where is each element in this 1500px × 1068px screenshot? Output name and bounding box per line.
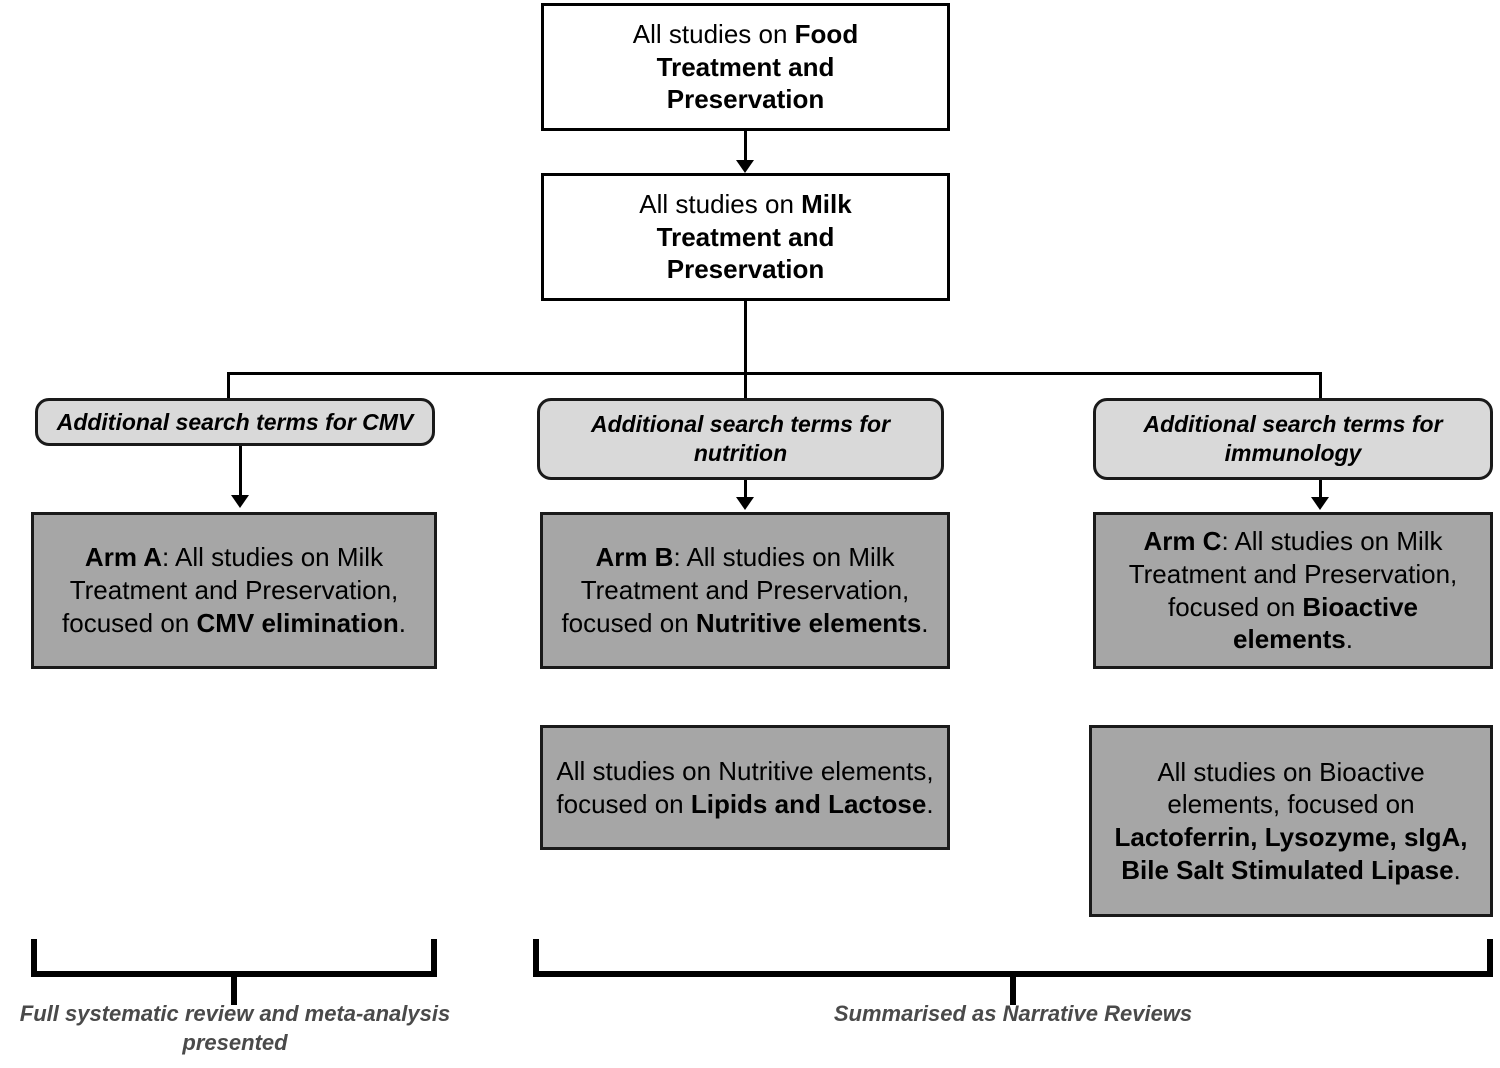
food-line2-bold: Treatment and [656, 51, 835, 82]
node-sub-bioactive: All studies on Bioactive elements, focus… [1089, 725, 1493, 917]
arm-c-body: : All studies on Milk Treatment and Pres… [1128, 526, 1458, 622]
arm-b-period: . [921, 607, 929, 638]
sub-nutritive-focus: Lipids and Lactose [690, 788, 927, 819]
sub-bioactive-body: All studies on Bioactive elements, focus… [1157, 756, 1425, 820]
bracket-right-stem [1010, 977, 1016, 1005]
connector-cmv-to-arm-a [239, 446, 242, 498]
milk-line3-bold: Preservation [666, 254, 825, 285]
node-milk-studies: All studies on Milk Treatment and Preser… [541, 173, 950, 301]
caption-left: Full systematic review and meta-analysis… [19, 1001, 451, 1055]
branch-drop-left [227, 372, 230, 398]
search-terms-immunology-label: Additional search terms for immunology [1143, 411, 1443, 466]
node-arm-b: Arm B: All studies on Milk Treatment and… [540, 512, 950, 669]
milk-line1-plain: All studies on [639, 188, 802, 219]
milk-line2-bold: Treatment and [656, 221, 835, 252]
arm-a-label: Arm A [84, 542, 162, 573]
arm-c-focus: Bioactive elements [1233, 591, 1419, 655]
node-search-terms-immunology: Additional search terms for immunology [1093, 398, 1493, 480]
arrowhead-arm-a [231, 495, 249, 508]
node-sub-bioactive-text: All studies on Bioactive elements, focus… [1092, 756, 1490, 887]
node-arm-b-text: Arm B: All studies on Milk Treatment and… [543, 541, 947, 639]
node-sub-nutritive: All studies on Nutritive elements, focus… [540, 725, 950, 850]
node-arm-c: Arm C: All studies on Milk Treatment and… [1093, 512, 1493, 669]
arm-c-period: . [1345, 624, 1353, 655]
sub-bioactive-focus: Lactoferrin, Lysozyme, sIgA, Bile Salt S… [1114, 822, 1468, 885]
node-arm-a: Arm A: All studies on Milk Treatment and… [31, 512, 437, 669]
sub-nutritive-period: . [926, 788, 934, 819]
bracket-right-bar [533, 971, 1493, 977]
branch-drop-middle [744, 372, 747, 398]
food-line3-bold: Preservation [666, 84, 825, 115]
arm-a-focus: CMV elimination [196, 607, 399, 638]
node-food-studies: All studies on Food Treatment and Preser… [541, 3, 950, 131]
search-terms-nutrition-label: Additional search terms for nutrition [590, 411, 891, 466]
sub-nutritive-body: All studies on Nutritive elements, focus… [556, 755, 934, 819]
arrowhead-arm-b [736, 497, 754, 510]
arm-a-period: . [398, 607, 406, 638]
bracket-left-stem [231, 977, 237, 1005]
arm-b-label: Arm B [595, 542, 674, 573]
arrowhead-food-to-milk [736, 160, 754, 173]
connector-food-to-milk [744, 131, 747, 167]
node-search-terms-nutrition: Additional search terms for nutrition [537, 398, 944, 480]
branch-bus-horizontal [227, 372, 1322, 375]
bracket-left-bar [31, 971, 437, 977]
node-sub-nutritive-text: All studies on Nutritive elements, focus… [543, 755, 947, 821]
food-line1-plain: All studies on [632, 18, 795, 49]
connector-immunology-to-arm-c [1319, 480, 1322, 500]
bracket-right-leg-start [533, 939, 539, 971]
arm-b-focus: Nutritive elements [695, 607, 922, 638]
bracket-left-leg-end [431, 939, 437, 971]
connector-milk-down [744, 301, 747, 375]
milk-line1-bold: Milk [801, 188, 852, 219]
food-line1-bold: Food [794, 18, 859, 49]
connector-nutrition-to-arm-b [744, 480, 747, 500]
arm-a-body: : All studies on Milk Treatment and Pres… [62, 542, 399, 638]
arrowhead-arm-c [1311, 497, 1329, 510]
bracket-left-leg-start [31, 939, 37, 971]
arm-b-body: : All studies on Milk Treatment and Pres… [561, 542, 910, 638]
node-arm-c-text: Arm C: All studies on Milk Treatment and… [1096, 525, 1490, 656]
node-search-terms-cmv: Additional search terms for CMV [35, 398, 435, 446]
caption-right: Summarised as Narrative Reviews [833, 1001, 1193, 1026]
search-terms-cmv-label: Additional search terms for CMV [56, 408, 414, 435]
bracket-right-leg-end [1487, 939, 1493, 971]
node-food-studies-text: All studies on Food Treatment and Preser… [544, 18, 947, 116]
node-milk-studies-text: All studies on Milk Treatment and Preser… [544, 188, 947, 286]
node-arm-a-text: Arm A: All studies on Milk Treatment and… [34, 541, 434, 639]
arm-c-label: Arm C [1143, 526, 1222, 556]
branch-drop-right [1319, 372, 1322, 398]
sub-bioactive-period: . [1453, 854, 1461, 885]
